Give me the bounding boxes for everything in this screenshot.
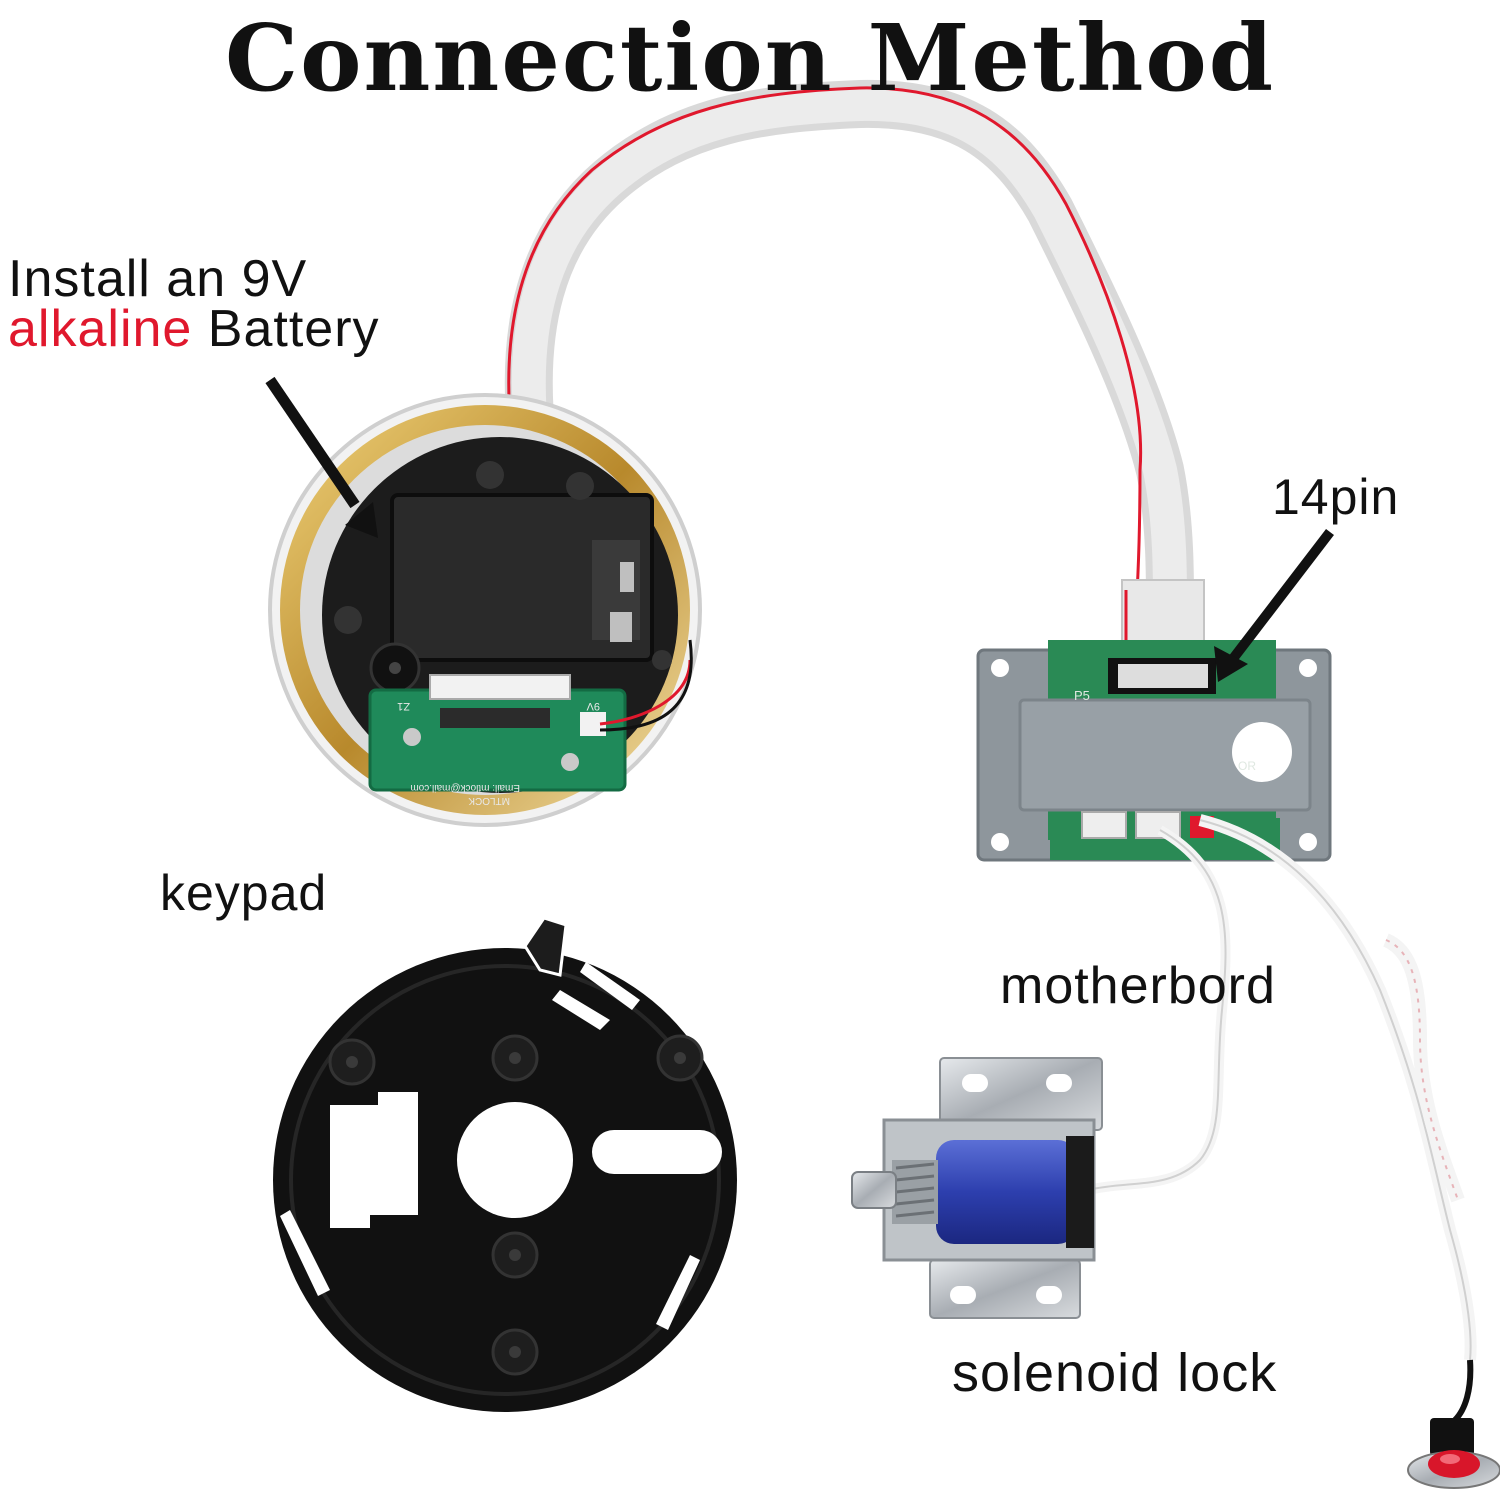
pin-pointer-arrow	[1214, 528, 1334, 682]
battery-label-highlight: alkaline	[8, 300, 193, 358]
battery-label-rest: Battery	[192, 300, 380, 358]
red-push-button-icon	[1407, 1418, 1500, 1489]
pcb-brand-text: MTLOCK	[468, 795, 510, 806]
motherboard-label: motherbord	[1000, 957, 1276, 1015]
solenoid-lock	[851, 1057, 1103, 1319]
page-title: Connection Method	[224, 4, 1276, 112]
motherboard: P5 OR	[976, 640, 1332, 862]
solenoid-lock-label: solenoid lock	[952, 1343, 1278, 1403]
pcb-9v-text: 9V	[586, 700, 600, 712]
pin-label: 14pin	[1272, 469, 1400, 525]
pcb-email-text: Email: mtlock@mail.com	[410, 782, 520, 793]
keypad-assembly: Z1 9V Email: mtlock@mail.com MTLOCK	[268, 393, 702, 827]
pcb-or-text: OR	[1238, 759, 1256, 773]
battery-pointer-arrow	[265, 376, 378, 538]
keypad-label: keypad	[160, 865, 328, 921]
pcb-p5-text: P5	[1074, 688, 1090, 703]
battery-label-line1: Install an 9V	[8, 250, 308, 308]
lock-wires	[1086, 814, 1477, 1423]
mounting-plate	[273, 916, 737, 1412]
pcb-z1-text: Z1	[397, 700, 410, 712]
battery-label: Install an 9V alkaline Battery	[8, 250, 380, 355]
battery-label-line2: alkaline Battery	[8, 303, 380, 355]
